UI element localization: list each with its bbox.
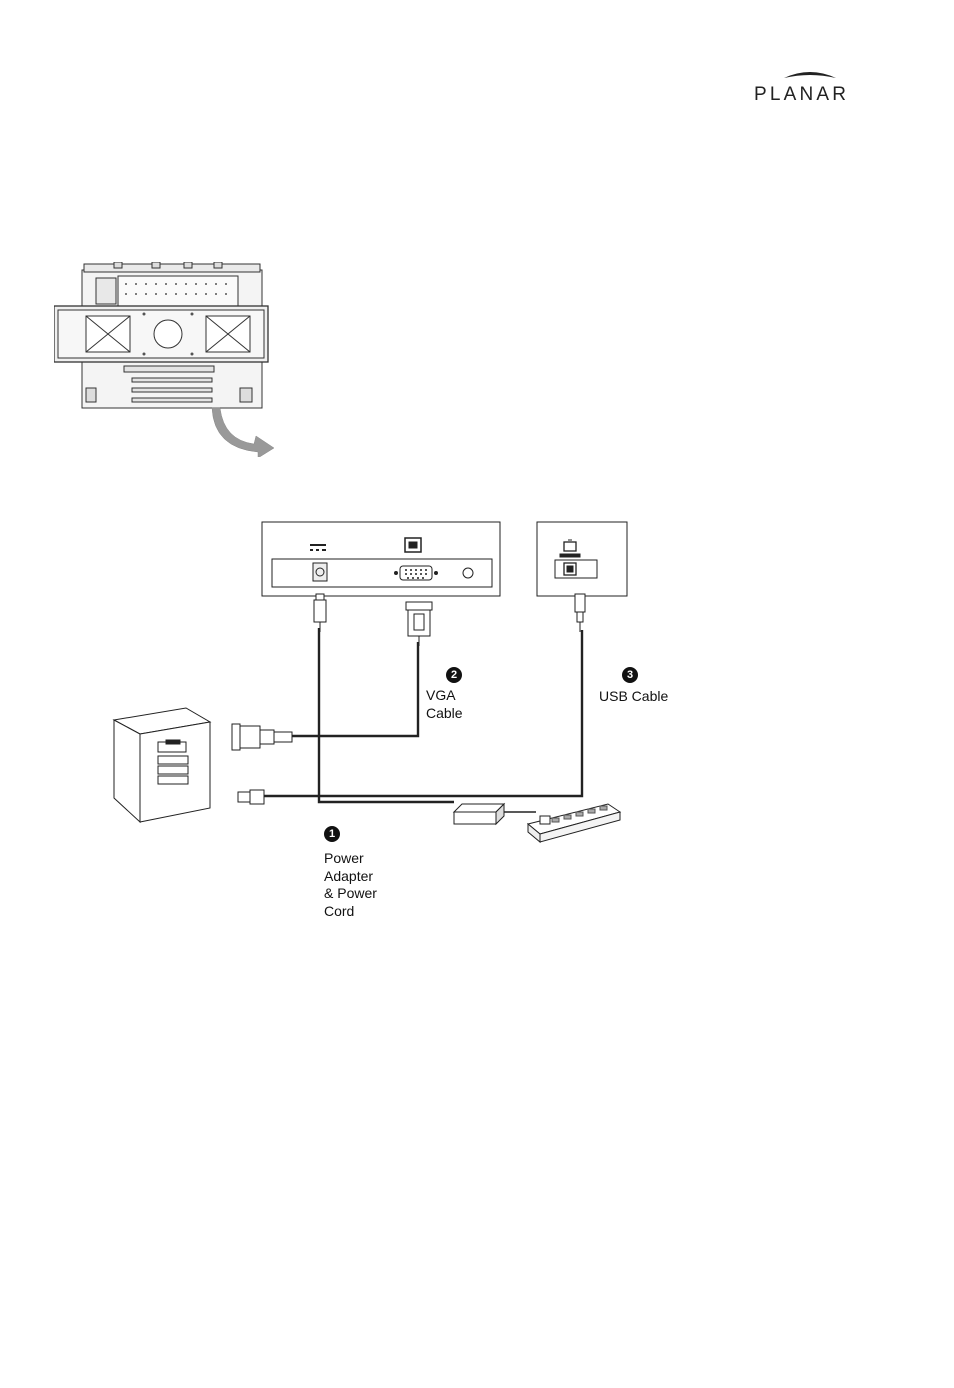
usb-connector-icon xyxy=(238,790,264,804)
callout-line: VGA xyxy=(426,687,463,705)
usb-port-icon xyxy=(537,522,627,596)
callout-line: Adapter xyxy=(324,868,377,886)
usb-connector-icon xyxy=(575,594,585,632)
callout-line: Power xyxy=(324,850,377,868)
monitor-back-panel-icon xyxy=(54,262,284,457)
vga-connector-icon xyxy=(232,724,292,750)
callout-line: USB Cable xyxy=(599,688,668,706)
callout-line: & Power xyxy=(324,885,377,903)
power-adapter-icon xyxy=(314,594,326,632)
callout-badge-2: 2 xyxy=(446,667,462,683)
callout-label-power-adapter: Power Adapter & Power Cord xyxy=(324,850,377,920)
power-adapter-brick xyxy=(454,804,536,824)
callout-label-vga-cable: VGA Cable xyxy=(426,687,463,722)
planar-logo: PLANAR xyxy=(752,64,868,106)
power-strip-icon xyxy=(528,804,620,842)
curved-arrow-icon xyxy=(212,408,274,457)
callout-line: Cord xyxy=(324,903,377,921)
callout-line: Cable xyxy=(426,705,463,723)
computer-tower-icon xyxy=(114,708,210,822)
connection-diagram xyxy=(100,512,640,852)
callout-badge-1: 1 xyxy=(324,826,340,842)
brand-name: PLANAR xyxy=(754,84,849,106)
planar-logo-icon xyxy=(752,64,868,86)
callout-label-usb-cable: USB Cable xyxy=(599,688,668,706)
connection-panel-icon xyxy=(262,522,500,596)
vga-connector-icon xyxy=(406,602,432,646)
callout-badge-3: 3 xyxy=(622,667,638,683)
